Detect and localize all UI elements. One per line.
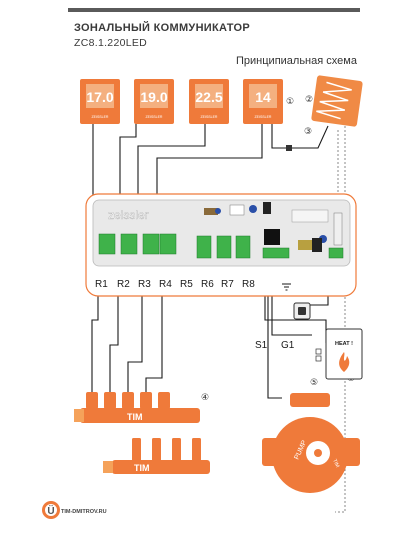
manifold-brand: TIM <box>127 412 143 422</box>
thermostat-display: 19.0 <box>140 89 167 105</box>
callout-1: ① <box>286 96 294 106</box>
relay-label-r5: R5 <box>180 279 193 290</box>
callout-2: ② <box>305 94 313 104</box>
site-url[interactable]: TIM-DMITROV.RU <box>61 509 107 515</box>
svg-text:ZEISSLER: ZEISSLER <box>201 115 218 119</box>
relay-label-r2: R2 <box>117 279 130 290</box>
manifold-lower: TIM <box>103 438 210 474</box>
thermostat-3: 22.5 ZEISSLER <box>189 79 229 124</box>
page-title: ЗОНАЛЬНЫЙ КОММУНИКАТОР <box>74 22 250 34</box>
sensor-clip <box>286 145 292 151</box>
relay-label-r7: R7 <box>221 279 234 290</box>
relay-label-r8: R8 <box>242 279 255 290</box>
thermostat-display: 17.0 <box>86 89 113 105</box>
relay-label-r6: R6 <box>201 279 214 290</box>
signal-g1: G1 <box>281 340 295 351</box>
controller-brand: zeissler <box>108 208 149 222</box>
model-name: ZC8.1.220LED <box>74 37 148 49</box>
header-bar <box>68 8 360 12</box>
svg-text:Ü: Ü <box>47 504 54 517</box>
thermostat-4: 14 ZEISSLER <box>243 79 283 124</box>
svg-text:ZEISSLER: ZEISSLER <box>92 115 109 119</box>
svg-text:ZEISSLER: ZEISSLER <box>146 115 163 119</box>
thermostat-display: 22.5 <box>195 89 222 105</box>
relay-label-r1: R1 <box>95 279 108 290</box>
scheme-label: Принципиальная схема <box>236 55 357 67</box>
boiler-label: HEAT ! <box>335 341 353 347</box>
manifold-brand: TIM <box>134 463 150 473</box>
callout-4: ④ <box>201 392 209 402</box>
pump: PUMP TIM <box>262 393 360 493</box>
relay-label-r3: R3 <box>138 279 151 290</box>
floor-sensor <box>311 75 363 127</box>
power-socket <box>293 302 311 320</box>
relay-label-r4: R4 <box>159 279 172 290</box>
thermostat-display: 14 <box>255 89 271 105</box>
signal-s1: S1 <box>255 340 268 351</box>
ground-icon <box>282 283 291 291</box>
svg-text:ZEISSLER: ZEISSLER <box>255 115 272 119</box>
site-logo: Ü <box>42 501 60 519</box>
svg-text:TIM: TIM <box>331 458 340 468</box>
thermostat-1: 17.0 ZEISSLER <box>80 79 120 124</box>
manifold-upper: TIM <box>74 392 200 423</box>
flame-icon <box>339 352 350 372</box>
thermostat-2: 19.0 ZEISSLER <box>134 79 174 124</box>
callout-5: ⑤ <box>310 377 318 387</box>
callout-3: ③ <box>304 126 312 136</box>
controller-panel: zeissler <box>85 193 357 297</box>
boiler: HEAT ! <box>315 328 363 380</box>
